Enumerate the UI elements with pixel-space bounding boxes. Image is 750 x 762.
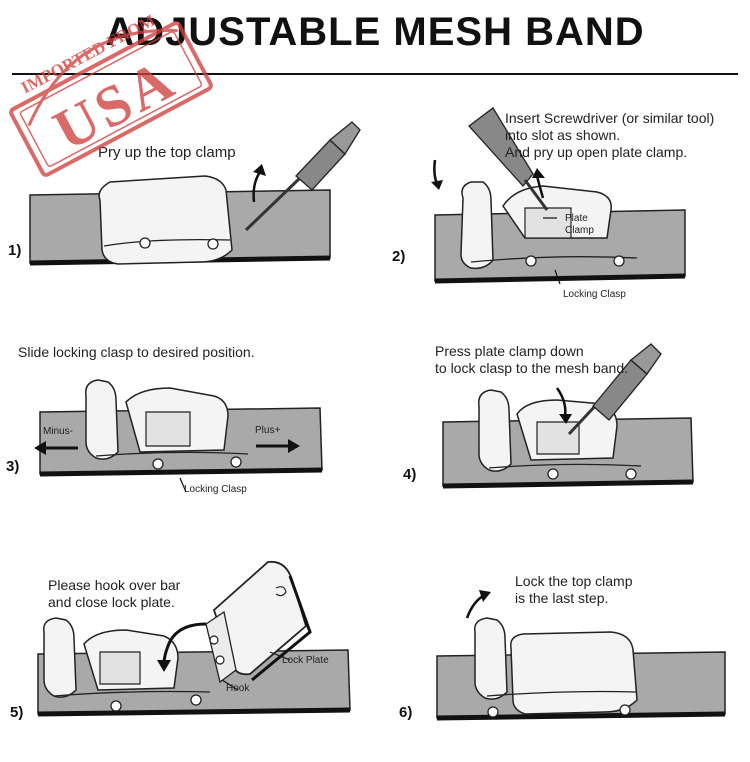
step-3-minus-label: Minus- xyxy=(43,426,74,437)
step-5-instruction-line-1: Please hook over bar xyxy=(48,577,181,593)
step-2-panel: Insert Screwdriver (or similar tool) int… xyxy=(375,78,750,300)
step-6-illustration xyxy=(436,590,726,721)
step-3-plus-label: Plus+ xyxy=(255,425,281,436)
step-3-number: 3) xyxy=(6,458,20,475)
step-6-instruction-line-1: Lock the top clamp xyxy=(515,573,633,589)
step-2-instruction-line-2: into slot as shown. xyxy=(505,127,621,143)
step-3-illustration xyxy=(34,379,323,493)
step-1-illustration xyxy=(29,121,361,266)
page-title: ADJUSTABLE MESH BAND xyxy=(105,10,645,54)
title-divider xyxy=(12,73,738,75)
step-4-instruction-line-2: to lock clasp to the mesh band. xyxy=(435,360,628,376)
step-5-instruction-line-2: and close lock plate. xyxy=(48,594,175,610)
step-2-number: 2) xyxy=(392,248,406,265)
step-5-lock-plate-label: Lock Plate xyxy=(282,655,329,666)
step-6-panel: Lock the top clamp is the last step. 6) xyxy=(375,540,750,762)
step-5-panel: Please hook over bar and close lock plat… xyxy=(0,540,375,762)
step-6-number: 6) xyxy=(399,704,413,721)
step-2-illustration xyxy=(431,107,686,285)
step-2-locking-clasp-label: Locking Clasp xyxy=(563,289,626,300)
step-5-hook-label: Hook xyxy=(226,683,250,694)
step-2-instruction-line-3: And pry up open plate clamp. xyxy=(505,144,688,160)
imported-from-usa-stamp: IMPORTED FROM USA xyxy=(9,11,213,177)
step-5-number: 5) xyxy=(10,704,24,721)
step-3-panel: Slide locking clasp to desired position.… xyxy=(0,330,375,552)
step-2-clamp-label: Clamp xyxy=(565,225,594,236)
step-3-instruction: Slide locking clasp to desired position. xyxy=(18,344,255,360)
step-1-instruction: Pry up the top clamp xyxy=(98,144,236,161)
step-6-instruction-line-2: is the last step. xyxy=(515,590,609,606)
step-1-number: 1) xyxy=(8,242,22,259)
step-2-plate-label: Plate xyxy=(565,213,588,224)
step-4-panel: Press plate clamp down to lock clasp to … xyxy=(375,330,750,552)
step-2-instruction-line-1: Insert Screwdriver (or similar tool) xyxy=(505,110,715,126)
step-3-locking-clasp-label: Locking Clasp xyxy=(184,484,247,495)
step-4-illustration xyxy=(442,343,694,489)
step-4-instruction-line-1: Press plate clamp down xyxy=(435,343,584,359)
step-4-number: 4) xyxy=(403,466,417,483)
step-1-panel: Pry up the top clamp 1) xyxy=(0,78,375,300)
step-5-illustration xyxy=(37,560,351,717)
